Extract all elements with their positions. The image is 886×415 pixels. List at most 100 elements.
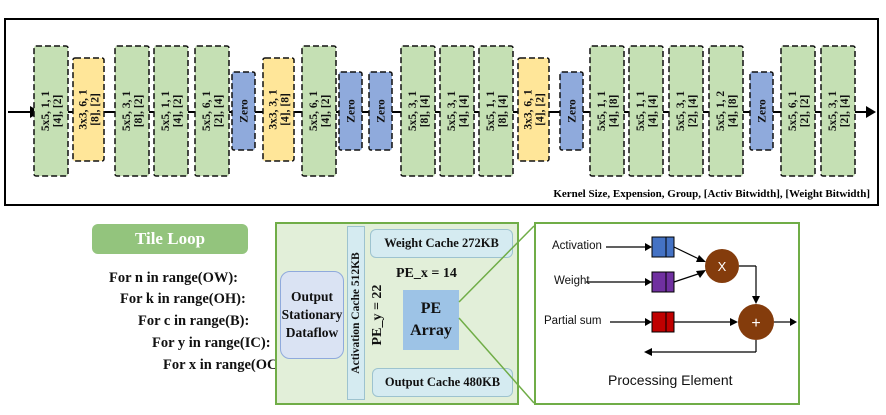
- block-rect: [708, 45, 744, 177]
- activation-label: Activation: [552, 240, 602, 252]
- pe-array-line-1: PE: [420, 300, 442, 317]
- block-label: 5x5, 3, 1[8], [4]: [407, 91, 431, 132]
- block-label: 5x5, 3, 1[4], [4]: [446, 91, 470, 132]
- conv5x5-block: 5x5, 3, 1[2], [4]: [820, 45, 856, 177]
- block-rect: [262, 57, 295, 162]
- block-label: 5x5, 1, 1[4], [4]: [635, 91, 659, 132]
- osd-line-1: Output: [290, 289, 334, 304]
- conv3x3-block: 3x3, 6, 1[8], [2]: [72, 57, 105, 162]
- pe-array: PE Array: [403, 290, 459, 350]
- conv5x5-block: 5x5, 3, 1[8], [4]: [400, 45, 436, 177]
- block-label: 3x3, 6, 1[8], [2]: [78, 89, 102, 130]
- block-rect: [559, 71, 584, 151]
- output-arrowhead: [866, 106, 876, 118]
- zero-block: Zero: [368, 71, 393, 151]
- partial-sum-path: [610, 311, 738, 333]
- conv5x5-block: 5x5, 1, 1[4], [4]: [628, 45, 664, 177]
- multiply-operator: [705, 249, 739, 283]
- block-label: 3x3, 6, 1[4], [2]: [523, 89, 547, 130]
- block-rect: [368, 71, 393, 151]
- weight-path: [586, 270, 706, 293]
- block-rect: [780, 45, 816, 177]
- block-rect: [439, 45, 475, 177]
- add-symbol: +: [751, 315, 760, 332]
- block-label: 5x5, 1, 2[4], [8]: [715, 91, 739, 132]
- block-legend: Kernel Size, Expension, Group, [Activ Bi…: [553, 188, 870, 200]
- block-rect: [628, 45, 664, 177]
- zero-block: Zero: [231, 71, 256, 151]
- zoom-line-top: [458, 225, 535, 303]
- conv3x3-block: 3x3, 6, 1[4], [2]: [517, 57, 550, 162]
- add-operator: [738, 304, 774, 340]
- block-rect: [478, 45, 514, 177]
- conv5x5-block: 5x5, 1, 1[4], [8]: [589, 45, 625, 177]
- tile-loop-title: Tile Loop: [92, 224, 248, 254]
- block-rect: [820, 45, 856, 177]
- conv5x5-block: 5x5, 1, 1[4], [2]: [33, 45, 69, 177]
- block-label: 5x5, 3, 1[8], [2]: [121, 91, 145, 132]
- block-label: 5x5, 6, 1[2], [4]: [201, 91, 225, 132]
- conv5x5-block: 5x5, 3, 1[2], [4]: [668, 45, 704, 177]
- activation-register: [651, 236, 675, 258]
- partial-sum-register: [651, 311, 675, 333]
- block-label: 5x5, 1, 1[4], [8]: [596, 91, 620, 132]
- conv5x5-block: 5x5, 1, 1[8], [4]: [478, 45, 514, 177]
- weight-cache: Weight Cache 272KB: [370, 229, 513, 258]
- zero-block: Zero: [559, 71, 584, 151]
- conv5x5-block: 5x5, 6, 1[2], [2]: [780, 45, 816, 177]
- conv5x5-block: 5x5, 6, 1[2], [4]: [194, 45, 230, 177]
- block-rect: [400, 45, 436, 177]
- conv5x5-block: 5x5, 1, 2[4], [8]: [708, 45, 744, 177]
- block-rect: [749, 71, 774, 151]
- pe-array-line-2: Array: [410, 322, 452, 339]
- block-label: 5x5, 6, 1[2], [2]: [787, 91, 811, 132]
- block-rect: [517, 57, 550, 162]
- loop-line-n: For n in range(OW):: [109, 270, 239, 286]
- partial-sum-label: Partial sum: [544, 315, 602, 327]
- conv5x5-block: 5x5, 6, 1[4], [2]: [301, 45, 337, 177]
- block-label: 5x5, 1, 1[8], [4]: [485, 91, 509, 132]
- block-label: 5x5, 1, 1[4], [2]: [160, 91, 184, 132]
- block-rect: [301, 45, 337, 177]
- block-label: Zero: [239, 99, 251, 123]
- block-label: Zero: [567, 99, 579, 123]
- conv5x5-block: 5x5, 3, 1[4], [4]: [439, 45, 475, 177]
- loop-line-k: For k in range(OH):: [120, 291, 246, 307]
- loop-line-c: For c in range(B):: [138, 313, 250, 329]
- weight-label: Weight: [554, 275, 590, 287]
- block-rect: [194, 45, 230, 177]
- block-rect: [668, 45, 704, 177]
- block-label: 5x5, 1, 1[4], [2]: [40, 91, 64, 132]
- zero-block: Zero: [749, 71, 774, 151]
- block-rect: [338, 71, 363, 151]
- network-diagram: 5x5, 1, 1[4], [2] 3x3, 6, 1[8], [2] 5x5, 3…: [4, 18, 879, 206]
- block-label: Zero: [757, 99, 769, 123]
- output-cache: Output Cache 480KB: [372, 368, 513, 397]
- weight-register: [651, 271, 675, 293]
- osd-line-2: Stationary: [281, 307, 343, 322]
- block-rect: [153, 45, 189, 177]
- pe-x-label: PE_x = 14: [396, 266, 457, 281]
- conv5x5-block: 5x5, 3, 1[8], [2]: [114, 45, 150, 177]
- loop-line-y: For y in range(IC):: [152, 335, 271, 351]
- block-label: Zero: [376, 99, 388, 123]
- processing-element-caption: Processing Element: [608, 372, 733, 388]
- block-rect: [114, 45, 150, 177]
- block-rect: [231, 71, 256, 151]
- output-stationary-dataflow: Output Stationary Dataflow: [280, 271, 344, 359]
- block-label: Zero: [346, 99, 358, 123]
- osd-line-3: Dataflow: [285, 325, 339, 340]
- loop-line-x: For x in range(OC):: [163, 357, 288, 373]
- conv3x3-block: 3x3, 3, 1[4], [8]: [262, 57, 295, 162]
- activation-path: [606, 236, 706, 262]
- multiply-symbol: X: [718, 259, 727, 274]
- zero-block: Zero: [338, 71, 363, 151]
- conv5x5-block: 5x5, 1, 1[4], [2]: [153, 45, 189, 177]
- block-label: 5x5, 6, 1[4], [2]: [308, 91, 332, 132]
- block-rect: [72, 57, 105, 162]
- block-rect: [589, 45, 625, 177]
- block-rect: [33, 45, 69, 177]
- block-label: 5x5, 3, 1[2], [4]: [827, 91, 851, 132]
- block-label: 5x5, 3, 1[2], [4]: [675, 91, 699, 132]
